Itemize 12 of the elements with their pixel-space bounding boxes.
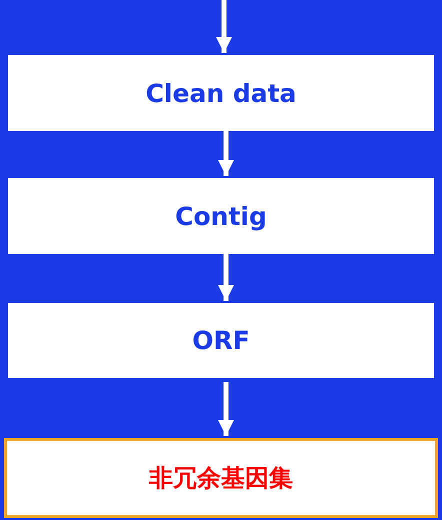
arrow: [218, 131, 234, 176]
arrow: [216, 0, 232, 53]
box-label: Clean data: [146, 78, 296, 108]
box-label: 非冗余基因集: [149, 463, 293, 494]
process-box: [8, 55, 434, 131]
box-label: ORF: [192, 326, 250, 355]
process-box: [8, 303, 434, 378]
process-box: [8, 178, 434, 254]
box-label: Contig: [175, 202, 267, 230]
arrow: [218, 254, 234, 301]
arrow: [218, 382, 234, 436]
result-box: [4, 438, 438, 518]
